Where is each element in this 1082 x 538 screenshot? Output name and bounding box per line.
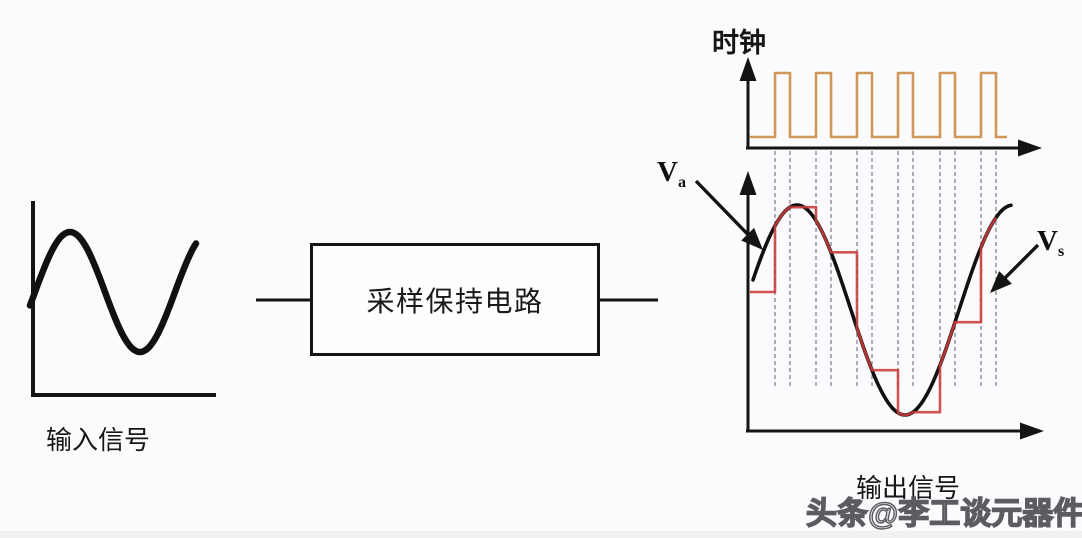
- clock-waveform: [750, 71, 1007, 139]
- output-x-axis-head: [1020, 422, 1044, 440]
- sample-hold-block: 采样保持电路: [310, 243, 600, 356]
- clock-y-axis-head: [739, 57, 757, 81]
- sample-hold-block-label: 采样保持电路: [366, 285, 544, 317]
- sampled-staircase-wave: [750, 205, 998, 417]
- va-letter: V: [657, 156, 678, 188]
- va-arrow: [694, 179, 751, 237]
- vs-arrow-head: [990, 271, 1012, 293]
- input-signal-wave: [26, 228, 200, 356]
- vs-arrow: [1002, 243, 1040, 281]
- va-annotation-label: Va: [657, 158, 686, 191]
- output-analog-wave: [751, 203, 1013, 417]
- output-y-axis-head: [739, 171, 757, 195]
- input-signal-label: 输入信号: [46, 425, 151, 455]
- vs-subscript: s: [1057, 243, 1065, 260]
- vs-annotation-label: Vs: [1037, 227, 1064, 260]
- watermark: 头条@李工谈元器件: [805, 495, 1082, 531]
- bottom-strip: [0, 531, 1082, 538]
- va-subscript: a: [677, 174, 686, 191]
- clock-x-axis-head: [1018, 139, 1042, 157]
- va-arrow-head: [741, 227, 763, 250]
- vs-letter: V: [1037, 225, 1058, 257]
- output-signal-label: 输出信号: [856, 473, 961, 503]
- clock-title: 时钟: [712, 28, 766, 58]
